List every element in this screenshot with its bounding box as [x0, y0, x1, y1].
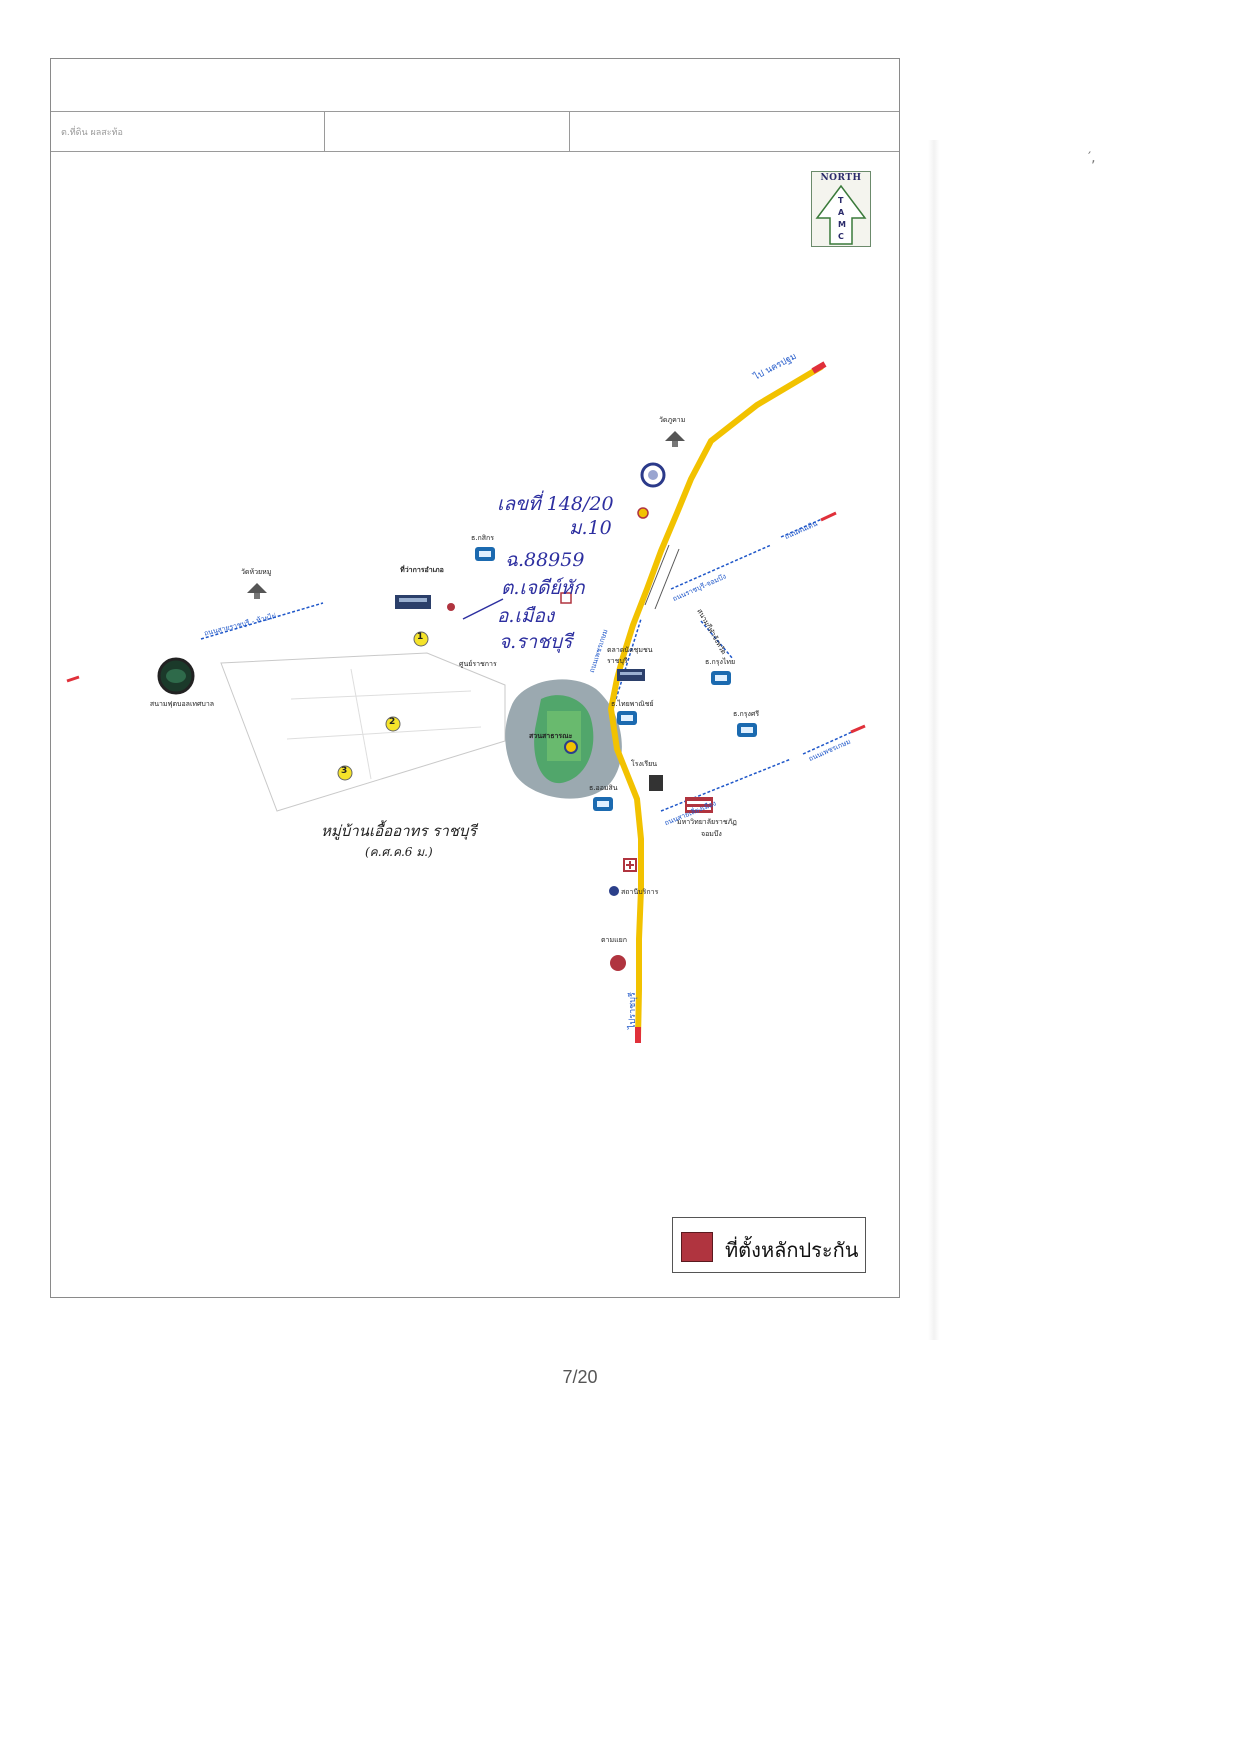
temple-left-icon [247, 583, 267, 599]
bank-icon-2 [617, 711, 637, 725]
label-village-sub: (ค.ศ.ค.6 ม.) [365, 845, 433, 859]
bank-icon-1 [475, 547, 495, 561]
label-school: โรงเรียน [631, 760, 657, 768]
label-temple-top: วัดภูคาม [659, 416, 686, 424]
marker-3-label: 3 [341, 766, 348, 776]
label-university: มหาวิทยาลัยราชภัฏ [677, 818, 737, 826]
junction-icon [610, 955, 626, 971]
label-university-sub: จอมบึง [701, 830, 722, 838]
park-marker-icon [564, 740, 578, 754]
university-icon [685, 797, 713, 813]
header-title-row [51, 59, 899, 112]
note-line-6: จ.ราชบุรี [499, 631, 573, 653]
north-sign: NORTH T A M C [811, 171, 871, 247]
north-letter-t: T [838, 196, 844, 205]
road-end-w [66, 675, 80, 683]
scan-mark: ′, [1088, 150, 1096, 166]
hospital-icon-2 [560, 592, 572, 604]
bank-icon-3 [711, 671, 731, 685]
road-e-2 [802, 726, 864, 755]
hospital-icon [623, 858, 637, 872]
market-building-icon [617, 669, 645, 681]
map-frame: ต.ที่ดิน ผลสะท้อ [50, 58, 900, 1298]
north-arrow-icon [815, 184, 867, 245]
bank-icon-5 [593, 797, 613, 811]
north-letter-m: M [838, 220, 846, 229]
note-line-2: ม.10 [569, 517, 612, 539]
location-map [66, 361, 866, 1043]
gas-station-icon [609, 886, 619, 896]
label-temple-left: วัดห้วยหมู [241, 568, 272, 576]
label-lake-left: สนามฟุตบอลเทศบาล [149, 700, 215, 708]
office-building-icon [395, 595, 431, 609]
road-ne-short [700, 620, 734, 660]
marker-3 [337, 765, 353, 781]
label-gas-station: สถานีบริการ [621, 888, 659, 896]
marker-1 [413, 631, 429, 647]
note-pointer [462, 598, 504, 620]
main-road [607, 364, 824, 1042]
road-split [644, 544, 670, 606]
label-bank-mid: ธ.ไทยพาณิชย์ [611, 700, 654, 708]
note-line-5: อ.เมือง [497, 605, 555, 627]
road-main-label-line [615, 618, 642, 700]
school-icon [649, 775, 663, 791]
note-line-3: ฉ.88959 [505, 549, 585, 571]
road-to-village [200, 602, 324, 640]
bank-icon-4 [737, 723, 757, 737]
road-split-2 [654, 548, 680, 610]
govt-seal-inner [648, 470, 658, 480]
note-line-1: เลขที่ 148/20 [497, 493, 614, 515]
road-end-ne [820, 511, 837, 522]
header-cell-2 [325, 111, 570, 151]
label-bank-top: ธ.กสิกร [471, 534, 495, 542]
legend-label: ที่ตั้งหลักประกัน [725, 1238, 859, 1262]
label-to-ratchaburi: ไปราชบุรี [628, 992, 638, 1029]
label-bank-bottom: ธ.ออมสิน [589, 784, 618, 792]
property-location-icon [447, 603, 455, 611]
north-label: NORTH [820, 173, 862, 183]
header-info-row: ต.ที่ดิน ผลสะท้อ [51, 111, 899, 152]
junction-small-icon [637, 507, 649, 519]
road-end-e [850, 724, 866, 734]
label-bank-right2: ธ.กรุงศรี [733, 710, 760, 718]
park-field [547, 711, 581, 761]
marker-1-label: 1 [417, 632, 424, 642]
header-cell-1: ต.ที่ดิน ผลสะท้อ [51, 111, 326, 151]
page-number: 7/20 [562, 1367, 598, 1387]
label-pond: สวนสาธารณะ [529, 732, 573, 740]
road-e-1 [660, 758, 792, 812]
label-district-office: ที่ว่าการอำเภอ [400, 566, 444, 574]
marker-2-label: 2 [389, 717, 396, 727]
label-bank-right: ธ.กรุงไทย [705, 658, 736, 666]
note-line-4: ต.เจดีย์หัก [501, 577, 585, 599]
road-ne-1 [670, 544, 772, 590]
stadium-field [166, 669, 186, 683]
village-plot [220, 652, 506, 812]
label-village-name: หมู่บ้านเอื้ออาทร ราชบุรี [321, 822, 477, 840]
scan-edge [928, 140, 940, 1340]
map-legend: ที่ตั้งหลักประกัน [672, 1217, 866, 1273]
label-govt: ศูนย์ราชการ [459, 660, 497, 668]
legend-swatch [681, 1232, 713, 1262]
temple-top-icon [665, 431, 685, 447]
main-road-end-n [811, 361, 827, 374]
north-letter-c: C [838, 232, 844, 241]
north-letter-a: A [838, 208, 845, 217]
marker-2 [385, 716, 401, 732]
label-junction: ตามแยก [601, 936, 627, 944]
label-market: ตลาดนัดชุมชน ราชบุรี [607, 646, 653, 665]
